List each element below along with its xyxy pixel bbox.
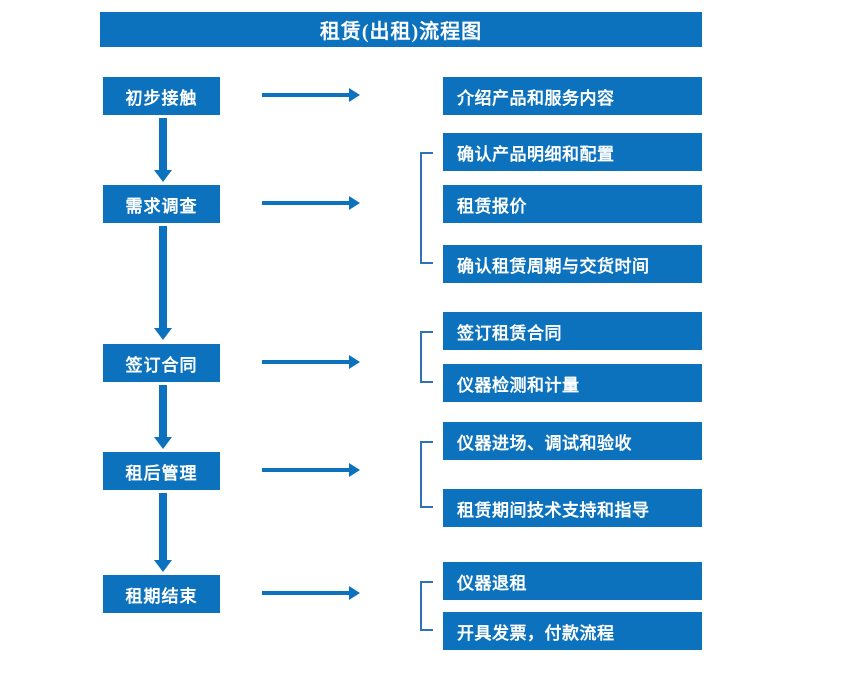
bracket-icon-3 xyxy=(420,441,433,508)
horizontal-arrow-icon-3 xyxy=(262,355,360,369)
detail-box-2[interactable]: 确认产品明细和配置 xyxy=(443,133,702,171)
horizontal-arrow-icon-4 xyxy=(262,463,360,477)
detail-box-10[interactable]: 开具发票，付款流程 xyxy=(443,612,702,650)
detail-box-5[interactable]: 签订租赁合同 xyxy=(443,312,702,350)
stage-box-3[interactable]: 签订合同 xyxy=(103,344,220,382)
detail-box-4[interactable]: 确认租赁周期与交货时间 xyxy=(443,245,702,283)
detail-box-1[interactable]: 介绍产品和服务内容 xyxy=(443,77,702,115)
horizontal-arrow-icon-1 xyxy=(262,88,360,102)
bracket-icon-2 xyxy=(420,331,433,383)
detail-box-6[interactable]: 仪器检测和计量 xyxy=(443,364,702,402)
detail-box-3[interactable]: 租赁报价 xyxy=(443,185,702,223)
detail-box-9[interactable]: 仪器退租 xyxy=(443,562,702,600)
vertical-arrow-icon-3 xyxy=(154,385,172,449)
horizontal-arrow-icon-5 xyxy=(262,586,360,600)
vertical-arrow-icon-1 xyxy=(154,118,172,182)
detail-box-8[interactable]: 租赁期间技术支持和指导 xyxy=(443,489,702,527)
detail-box-7[interactable]: 仪器进场、调试和验收 xyxy=(443,422,702,460)
horizontal-arrow-icon-2 xyxy=(262,196,360,210)
page-title: 租赁(出租)流程图 xyxy=(100,12,702,47)
bracket-icon-1 xyxy=(420,152,433,264)
bracket-icon-4 xyxy=(420,581,433,631)
stage-box-1[interactable]: 初步接触 xyxy=(103,77,220,115)
stage-box-4[interactable]: 租后管理 xyxy=(103,452,220,490)
stage-box-5[interactable]: 租期结束 xyxy=(103,575,220,613)
stage-box-2[interactable]: 需求调查 xyxy=(103,185,220,223)
vertical-arrow-icon-2 xyxy=(154,226,172,340)
vertical-arrow-icon-4 xyxy=(154,493,172,572)
